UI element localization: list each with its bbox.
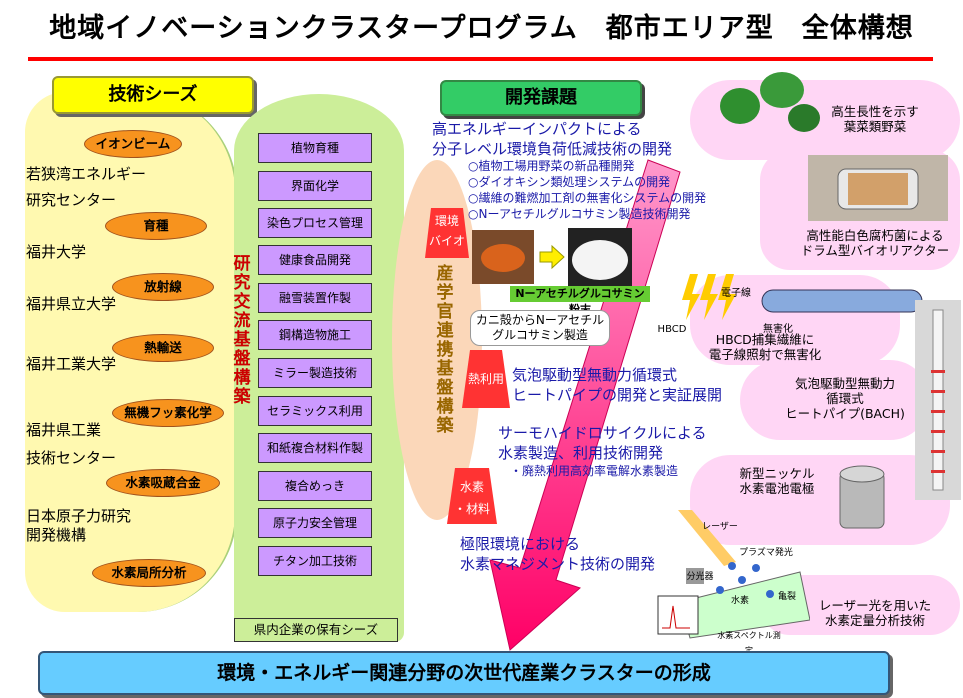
tech-box-ceramics: セラミックス利用 [258,396,372,426]
institution-fukui-pref-univ: 福井県立大学 [26,295,117,313]
callout-veg-1: 高生長性を示す [831,104,919,119]
callout-laser-1: レーザー光を用いた [818,598,932,613]
research-foundation-label: 研究交流基盤構築 [233,254,251,407]
title-underline [28,57,933,61]
tag-heat-shape [462,350,510,408]
spectrometer-label: 分光器 [686,572,714,582]
oval-heat-transport: 熱輸送 [112,334,214,362]
institution-fukui-tech: 福井工業大学 [26,355,117,373]
h2-heading-2: 水素製造、利用技術開発 [498,444,664,462]
ebeam-label: 電子線 [721,288,751,299]
seeds-header: 技術シーズ [52,76,254,114]
heat-pipe-photo [915,300,961,500]
dev-bullet-4: ○Nーアセチルグルコサミン製造技術開発 [468,207,691,221]
industry-academia-label: 産学官連携基盤構築 [436,264,454,436]
bioreactor-illustration [808,155,948,221]
development-header: 開発課題 [440,80,642,116]
callout-bach-bg [740,360,930,440]
callout-bach-2: 循環式 [826,391,864,406]
callout-nickel-2: 水素電池電極 [739,481,815,496]
tech-box-health-food: 健康食品開発 [258,245,372,275]
institution-pref-tech-1: 福井県工業 [26,421,102,439]
h2-subitem: ・廃熱利用高効率電解水素製造 [510,464,679,478]
laser-analysis-illustration [657,510,810,639]
h2-heading-1: サーモハイドロサイクルによる [498,424,707,442]
crab-to-powder-illustration [472,228,632,286]
tech-box-surface-chem: 界面化学 [258,171,372,201]
tech-box-nuclear-safety: 原子力安全管理 [258,508,372,538]
callout-nickel-1: 新型ニッケル [739,466,815,481]
vegetable-illustration [720,72,820,132]
oval-radiation: 放射線 [112,273,214,301]
oval-breeding: 育種 [105,212,207,240]
institution-jaea-1: 日本原子力研究 [26,507,132,525]
harmless-label: 無害化 [763,324,793,335]
institution-jaea-2: 開発機構 [26,526,87,544]
tag-material: ・材料 [453,502,490,516]
institution-pref-tech-2: 技術センター [26,449,117,467]
callout-laser-2: 水素定量分析技術 [824,613,925,628]
callout-drum-2: ドラム型バイオリアクター [800,243,950,258]
flow-arrow [489,159,681,651]
laser-label: レーザー [702,522,738,532]
dev-heading-2: 分子レベル環境負荷低減技術の開発 [432,140,673,158]
callout-hbcd-1: HBCD捕集繊維に [715,332,815,347]
dev-bullet-3: ○繊維の難燃加工剤の無害化システムの開発 [468,191,707,205]
oval-ion-beam: イオンビーム [84,130,182,158]
callout-hbcd-2: 電子線照射で無害化 [708,347,822,362]
tag-bio: バイオ [428,234,465,248]
limit-heading-1: 極限環境における [460,535,581,553]
callout-bach-3: ヒートパイプ(BACH) [785,406,905,421]
tech-box-steel: 鋼構造物施工 [258,320,372,350]
chitosan-note: カニ殻からNーアセチル グルコサミン製造 [470,310,610,346]
heat-heading-1: 気泡駆動型無動力循環式 [512,366,678,384]
chitosan-label: Nーアセチルグルコサミン粉末 [510,286,650,316]
tag-heat: 熱利用 [467,372,504,386]
callout-veg-2: 葉菜類野菜 [843,119,907,134]
tech-box-mirror: ミラー製造技術 [258,358,372,388]
institution-wakasa-1: 若狭湾エネルギー [26,165,147,183]
callout-bach-1: 気泡駆動型無動力 [794,376,895,391]
page-title: 地域イノベーションクラスタープログラム 都市エリア型 全体構想 [49,13,914,44]
hbcd-small-label: HBCD [657,324,687,335]
tag-hydrogen: 水素 [459,480,484,494]
tech-box-snow-melt: 融雪装置作製 [258,283,372,313]
holdings-label: 県内企業の保有シーズ [234,618,398,642]
cluster-formation-banner: 環境・エネルギー関連分野の次世代産業クラスターの形成 [38,651,890,695]
crack-label: 亀裂 [777,592,796,602]
oval-fluorine-chemistry: 無機フッ素化学 [112,399,224,427]
tech-box-plant-breeding: 植物育種 [258,133,372,163]
tech-box-washi: 和紙複合材料作製 [258,433,372,463]
tech-box-plating: 複合めっき [258,471,372,501]
dev-bullet-1: ○植物工場用野菜の新品種開発 [468,159,635,173]
heat-heading-2: ヒートパイプの開発と実証展開 [512,386,723,404]
tech-box-dyeing: 染色プロセス管理 [258,208,372,238]
nickel-electrode-photo [839,465,885,529]
limit-heading-2: 水素マネジメント技術の開発 [460,555,656,573]
hbcd-illustration [682,274,923,320]
callout-drum-1: 高性能白色腐朽菌による [806,228,944,243]
spectrum-label: 水素スペクトル測定 [717,631,781,655]
hydrogen-label: 水素 [730,596,749,606]
callout-nickel-bg [690,455,950,545]
institution-wakasa-2: 研究センター [26,191,117,209]
institution-fukui-univ: 福井大学 [26,243,87,261]
tag-env-bio-shape [425,208,469,258]
tag-hydrogen-shape [447,468,497,524]
dev-heading-1: 高エネルギーインパクトによる [432,120,642,138]
plasma-label: プラズマ発光 [739,548,793,558]
tech-box-titanium: チタン加工技術 [258,546,372,576]
oval-hydrogen-analysis: 水素局所分析 [92,559,206,587]
tag-env: 環境 [434,214,459,228]
dev-bullet-2: ○ダイオキシン類処理システムの開発 [468,175,671,189]
oval-hydrogen-alloy: 水素吸蔵合金 [106,469,220,497]
